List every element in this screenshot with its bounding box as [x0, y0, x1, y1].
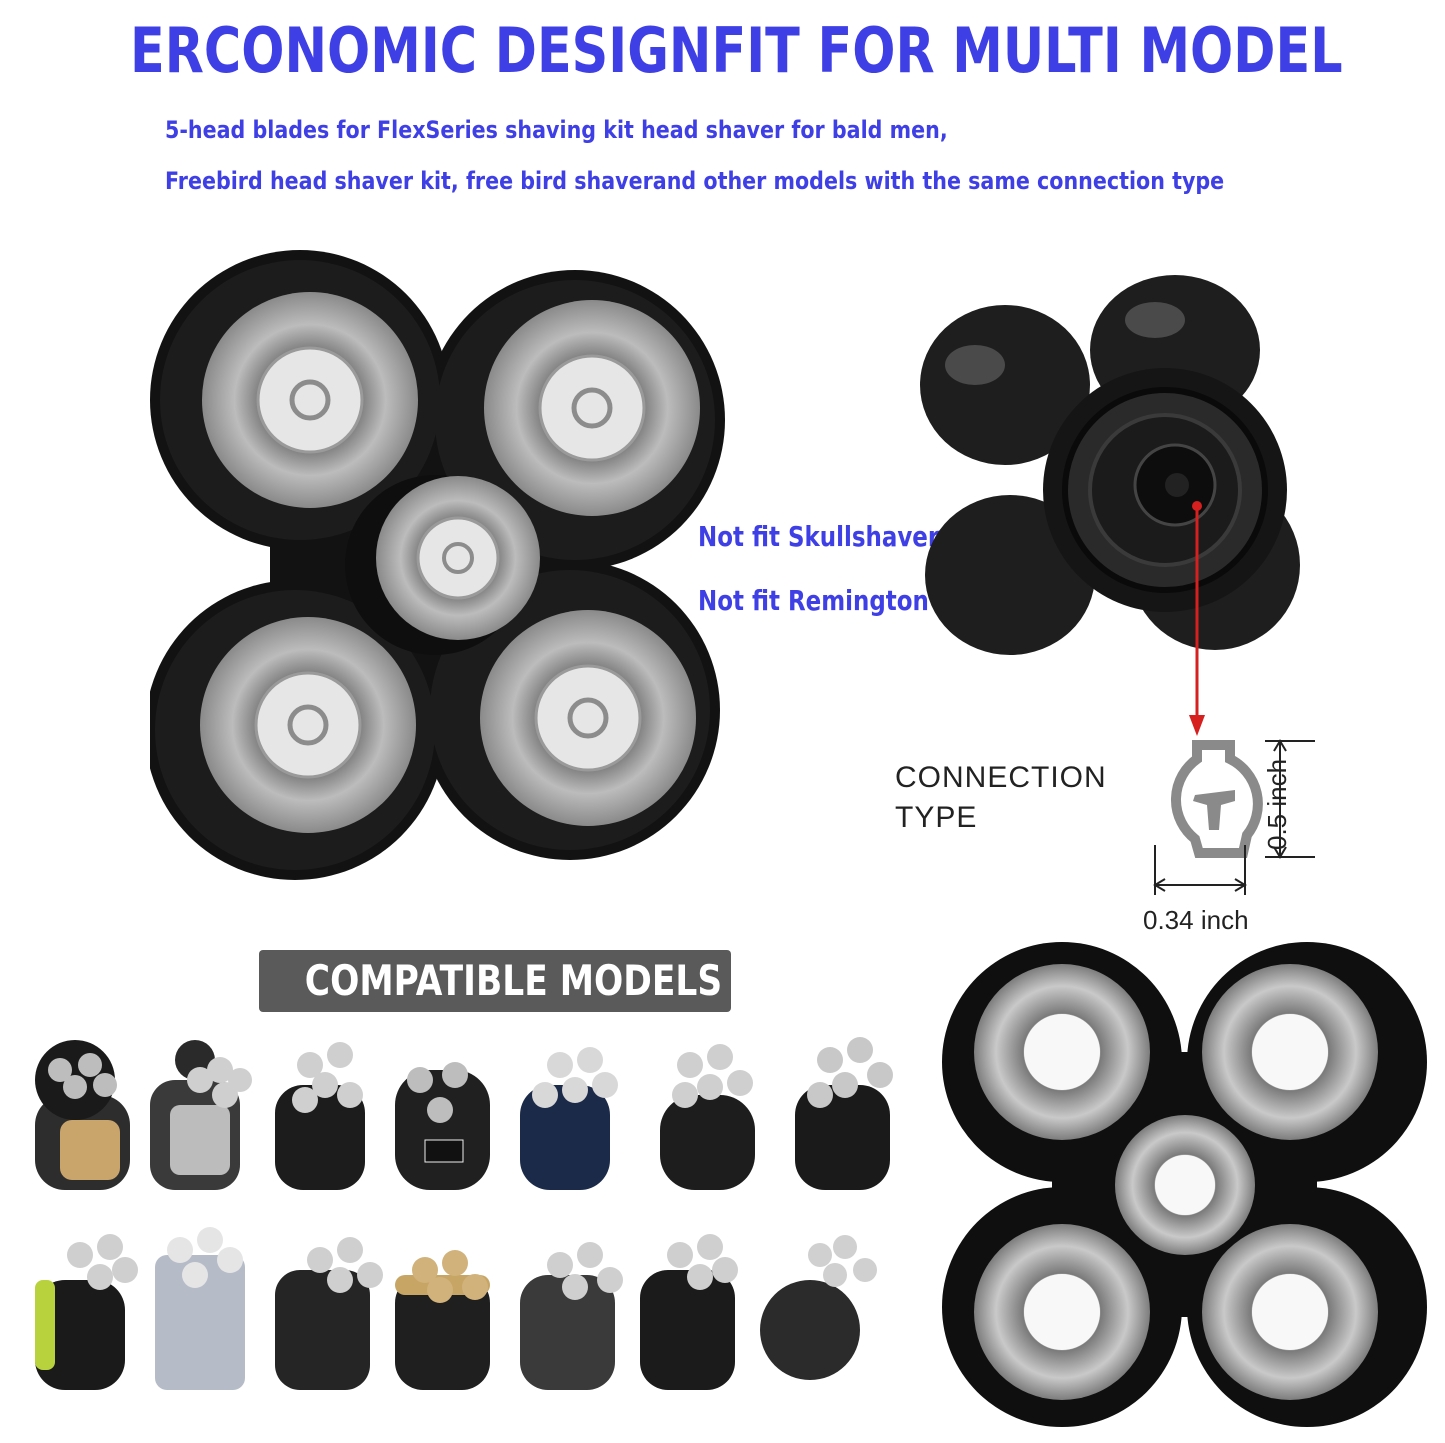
model-thumb: [275, 1042, 365, 1190]
not-fit-skullshaver: Not fit Skullshaver: [698, 520, 940, 553]
connection-arrow: [1189, 501, 1205, 736]
blade-heads: [200, 292, 700, 833]
model-thumb: [795, 1037, 893, 1190]
compatible-models-badge: COMPATIBLE MODELS: [259, 950, 731, 1012]
compatible-models-grid: [35, 1037, 893, 1390]
model-thumb: [35, 1040, 130, 1190]
dimension-lines: [1153, 739, 1315, 895]
shaver-head-front-image: [150, 250, 725, 880]
shaver-head-back-image: [920, 275, 1300, 655]
subtitle-line-2: Freebird head shaver kit, free bird shav…: [165, 167, 1225, 195]
model-thumb: [395, 1250, 490, 1390]
model-thumb: [520, 1242, 623, 1390]
connection-type-label: CONNECTION TYPE: [895, 758, 1107, 838]
connector-shape: [1170, 740, 1263, 858]
model-thumb: [520, 1047, 618, 1190]
model-thumb: [150, 1040, 252, 1190]
connection-type-diagram: [1153, 739, 1315, 895]
model-row-2: [35, 1227, 877, 1390]
model-thumb: [395, 1062, 490, 1190]
model-thumb: [760, 1235, 877, 1380]
dimension-height-label: 0.5 inch: [1262, 758, 1292, 850]
page-headline: ERCONOMIC DESIGNFIT FOR MULTI MODEL: [130, 14, 1343, 87]
compatible-models-label: COMPATIBLE MODELS: [304, 956, 723, 1005]
model-thumb: [660, 1044, 755, 1190]
connection-label-line2: TYPE: [895, 801, 978, 834]
blade-heads-2: [974, 964, 1378, 1400]
dimension-width-label: 0.34 inch: [1143, 905, 1249, 935]
model-thumb: [155, 1227, 245, 1390]
model-thumb: [275, 1237, 383, 1390]
subtitle-line-1: 5-head blades for FlexSeries shaving kit…: [165, 116, 948, 144]
model-thumb: [640, 1234, 738, 1390]
shaver-head-second-image: [942, 942, 1427, 1427]
model-thumb: [35, 1234, 138, 1390]
not-fit-remington: Not fit Remington: [698, 584, 929, 617]
model-row-1: [35, 1037, 893, 1190]
connection-label-line1: CONNECTION: [895, 761, 1107, 794]
